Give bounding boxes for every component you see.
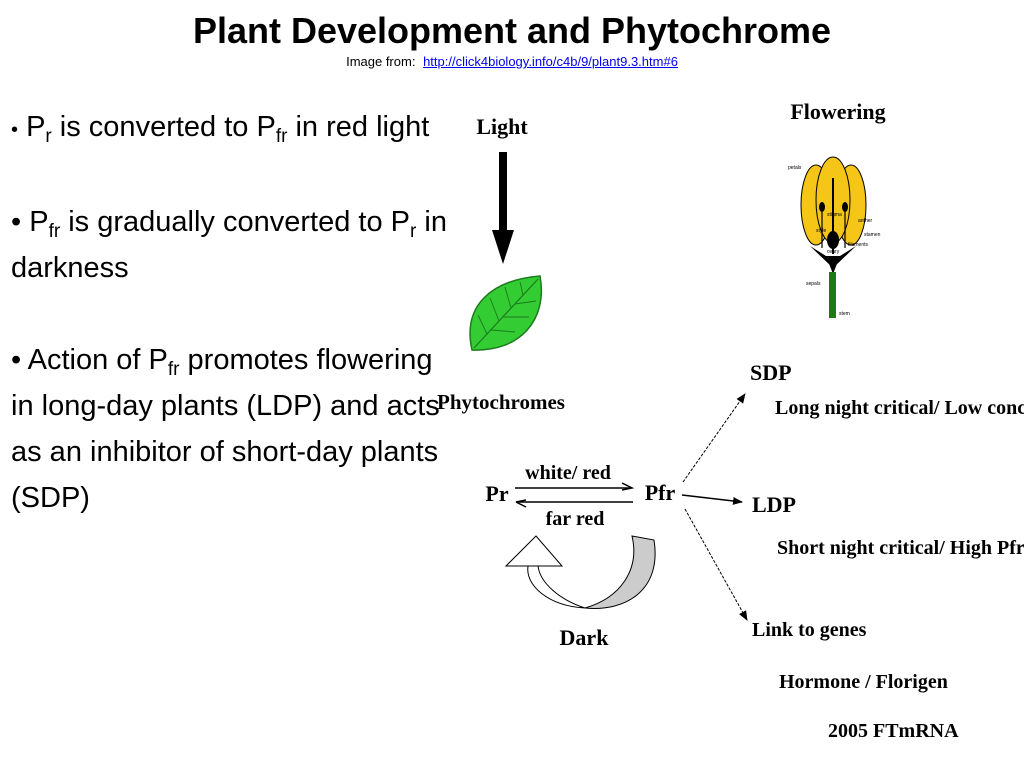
bullet-marker: • <box>11 344 22 376</box>
bullet-text: Action of P <box>27 344 168 376</box>
bullet-subscript: fr <box>275 126 288 147</box>
bullet-text: is gradually converted to P <box>60 206 410 238</box>
sdp-label: SDP <box>750 360 792 385</box>
flower-part-label: style <box>816 228 827 234</box>
flower-icon <box>800 156 867 318</box>
bullet-item: • Pr is converted to Pfr in red light <box>11 104 451 153</box>
bullet-item: • Action of Pfr promotes flowering in lo… <box>11 337 451 521</box>
white-red-label: white/ red <box>525 462 611 484</box>
sdp-description: Long night critical/ Low conc Pfr <box>775 397 1024 419</box>
leaf-icon <box>469 275 543 351</box>
flower-part-label: petals <box>788 165 802 171</box>
dark-label: Dark <box>560 625 610 650</box>
far-red-label: far red <box>546 508 605 530</box>
ldp-description: Short night critical/ High Pfr <box>777 537 1024 559</box>
bullet-subscript: fr <box>48 221 61 242</box>
flower-part-label: anther <box>858 218 873 224</box>
source-link[interactable]: http://click4biology.info/c4b/9/plant9.3… <box>423 54 678 69</box>
bullet-marker: • <box>11 206 22 238</box>
bullet-subscript: fr <box>167 359 180 380</box>
flowering-label: Flowering <box>790 99 885 124</box>
bullet-subscript: r <box>45 126 52 147</box>
genes-label: Link to genes <box>752 619 867 641</box>
bullet-text: promotes flowering in long-day plants (L… <box>11 344 440 514</box>
flower-part-label: stamen <box>864 232 881 238</box>
conversion-arrows <box>515 482 635 508</box>
source-prefix: Image from: <box>346 54 416 69</box>
slide-title: Plant Development and Phytochrome <box>192 10 832 51</box>
phytochromes-label: Phytochromes <box>437 390 565 414</box>
ftmrna-label: 2005 FTmRNA <box>828 720 959 742</box>
flower-part-label: filaments <box>848 242 869 248</box>
bullet-text: in darkness <box>11 206 447 284</box>
ldp-label: LDP <box>752 492 796 517</box>
bullet-item: • Pfr is gradually converted to Pr in da… <box>11 199 451 291</box>
bullet-text: in red light <box>287 111 430 143</box>
light-arrow <box>492 152 514 264</box>
hormone-label: Hormone / Florigen <box>779 671 948 693</box>
branch-arrows <box>681 393 748 621</box>
bullet-text: P <box>26 111 46 143</box>
pr-label: Pr <box>485 481 508 506</box>
bullet-text: is converted to P <box>51 111 276 143</box>
flower-part-labels: petals stigma anther style stamen filame… <box>788 165 881 317</box>
flower-part-label: ovary <box>827 249 840 255</box>
flower-part-label: sepals <box>806 281 821 287</box>
bullet-subscript: r <box>409 221 417 242</box>
image-source: Image from: http://click4biology.info/c4… <box>0 54 1024 70</box>
flower-part-label: stigma <box>827 212 842 218</box>
light-label: Light <box>476 114 528 139</box>
bullet-text: P <box>29 206 49 238</box>
bullet-marker: • <box>11 119 19 141</box>
pfr-label: Pfr <box>645 480 676 505</box>
flower-part-label: stem <box>839 311 850 317</box>
bullet-list: • Pr is converted to Pfr in red light • … <box>11 104 451 521</box>
dark-cycle-arrow <box>504 535 656 609</box>
